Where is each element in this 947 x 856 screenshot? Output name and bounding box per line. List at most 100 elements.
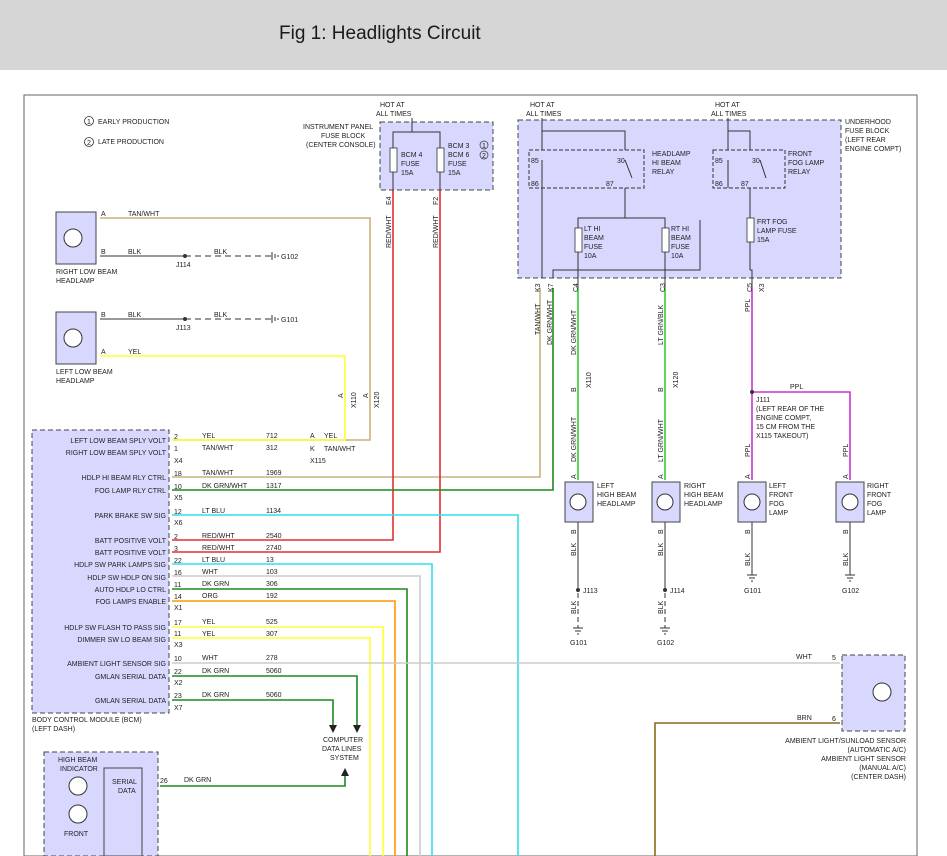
wire-org-fog-enable	[172, 600, 396, 856]
fog-relay	[712, 149, 786, 189]
bcm-pin-2: 18	[174, 471, 182, 478]
wire-yel-dimmer	[172, 637, 371, 856]
serial-data-block	[103, 767, 143, 856]
rthi-4: 10A	[671, 253, 684, 260]
conn-x2: X2	[174, 680, 183, 687]
wl-blk-top2: BLK	[214, 249, 228, 256]
bcm-ckt-0: 712	[266, 433, 278, 440]
sensor-3: AMBIENT LIGHT SENSOR	[821, 756, 906, 763]
conn-x115-pin-a: A	[310, 433, 315, 440]
bcm36-early-marker	[479, 140, 489, 150]
j114-rh: J114	[670, 588, 685, 595]
wire-tan-wht-relay-ctrl	[172, 288, 541, 478]
wire-brn-sensor	[654, 722, 840, 856]
pin-e4: E4	[386, 196, 393, 205]
bcm-sig-2: HDLP HI BEAM RLY CTRL	[82, 475, 167, 482]
bcm-wire-12: YEL	[202, 631, 215, 638]
bcm-ckt-2: 1969	[266, 470, 282, 477]
conn-x115: X115	[310, 458, 326, 465]
legend-early-label: EARLY PRODUCTION	[98, 119, 169, 126]
lthi-2: BEAM	[584, 235, 604, 242]
bcm-wire-8: WHT	[202, 569, 219, 576]
ground-g101-lf	[747, 574, 757, 582]
wire-lt-blu-park-brake	[172, 514, 519, 856]
legend-late-label: LATE PRODUCTION	[98, 139, 164, 146]
j111-4: 15 CM FROM THE	[756, 424, 815, 431]
bcm-sig-15: GMLAN SERIAL DATA	[95, 698, 166, 705]
pin-c4: C4	[573, 283, 580, 292]
production-legend: 1 EARLY PRODUCTION 2 LATE PRODUCTION	[84, 116, 169, 147]
lf-2: FRONT	[769, 492, 794, 499]
rf-2: FRONT	[867, 492, 892, 499]
bcm4-2: FUSE	[401, 161, 420, 168]
bcm36-late-marker	[479, 150, 489, 160]
left-low-pin-b: B	[101, 312, 106, 319]
hot-ip-2: ALL TIMES	[376, 111, 412, 118]
lf-pin-a: A	[745, 474, 752, 479]
wl-blk-lh: BLK	[571, 542, 578, 556]
lh-2: HIGH BEAM	[597, 492, 636, 499]
pin-87-b: 87	[741, 181, 749, 188]
rh-1: RIGHT	[684, 483, 707, 490]
bcm4-fuse-body	[389, 147, 398, 173]
conn-x4: X4	[174, 458, 183, 465]
bcm-wire-6: RED/WHT	[202, 545, 235, 552]
pin-30-b: 30	[752, 158, 760, 165]
body-control-module	[31, 429, 170, 714]
wire-lt-blu-park-lamps	[172, 563, 433, 856]
bcm-ckt-12: 307	[266, 631, 278, 638]
bcm-ckt-8: 103	[266, 569, 278, 576]
j111-2: (LEFT REAR OF THE	[756, 406, 825, 413]
j111-5: X115 TAKEOUT)	[756, 433, 809, 440]
hbi-2: INDICATOR	[60, 766, 98, 773]
wl-wht-sensor: WHT	[796, 654, 813, 661]
hot-uh1-2: ALL TIMES	[526, 111, 562, 118]
bcm-sig-3: FOG LAMP RLY CTRL	[95, 488, 166, 495]
bcm-pin-6: 3	[174, 546, 178, 553]
wl-ppl-rf: PPL	[843, 444, 850, 457]
pin-30-a: 30	[617, 158, 625, 165]
rf-1: RIGHT	[867, 483, 890, 490]
bcm-pin-3: 10	[174, 484, 182, 491]
g101-lh: G101	[570, 640, 587, 647]
right-low-name-1: RIGHT LOW BEAM	[56, 269, 117, 276]
lthi-1: LT HI	[584, 226, 601, 233]
indicator-lamp-1	[68, 776, 88, 796]
bcm-sig-5: BATT POSITIVE VOLT	[95, 538, 167, 545]
lthi-3: FUSE	[584, 244, 603, 251]
relay-coils	[541, 159, 767, 188]
lh-pin-a: A	[571, 474, 578, 479]
wire-dk-grn-gmlan-1	[172, 675, 358, 725]
wire-label-ppl-v: PPL	[745, 299, 752, 312]
left-low-name-2: HEADLAMP	[56, 378, 95, 385]
ip-fuse-block-2: FUSE BLOCK	[321, 133, 366, 140]
conn-x115-yel: YEL	[324, 433, 337, 440]
bcm-sig-4: PARK BRAKE SW SIG	[95, 513, 166, 520]
bcm-pin-0: 2	[174, 434, 178, 441]
ground-symbols	[271, 252, 855, 635]
bcm-ckt-15: 5060	[266, 692, 282, 699]
pin-b-rh: B	[658, 387, 665, 392]
pin-k3: K3	[535, 283, 542, 292]
lh-3: HEADLAMP	[597, 501, 636, 508]
bcm-pin-1: 1	[174, 446, 178, 453]
pin-85-b: 85	[715, 158, 723, 165]
pin-a-x120: A	[363, 393, 370, 398]
hot-uh2-2: ALL TIMES	[711, 111, 747, 118]
rf-pin-b: B	[843, 529, 850, 534]
right-low-bulb	[63, 228, 83, 248]
frt-fog-fuse	[746, 217, 755, 243]
bcm36-2: BCM 6	[448, 152, 470, 159]
bcm-wire-5: RED/WHT	[202, 533, 235, 540]
hl-relay-3: RELAY	[652, 169, 675, 176]
uh-fuse-block-4: ENGINE COMPT)	[845, 146, 901, 153]
pin-x3: X3	[759, 283, 766, 292]
figure-header: Fig 1: Headlights Circuit	[0, 0, 947, 70]
wl-yel-mid: YEL	[128, 349, 141, 356]
wl-blk-mid: BLK	[128, 312, 142, 319]
rt-hi-fuse	[661, 227, 670, 253]
ground-g101-lh	[573, 627, 583, 635]
fog-relay-1: FRONT	[788, 151, 813, 158]
bcm-sig-6: BATT POSITIVE VOLT	[95, 550, 167, 557]
